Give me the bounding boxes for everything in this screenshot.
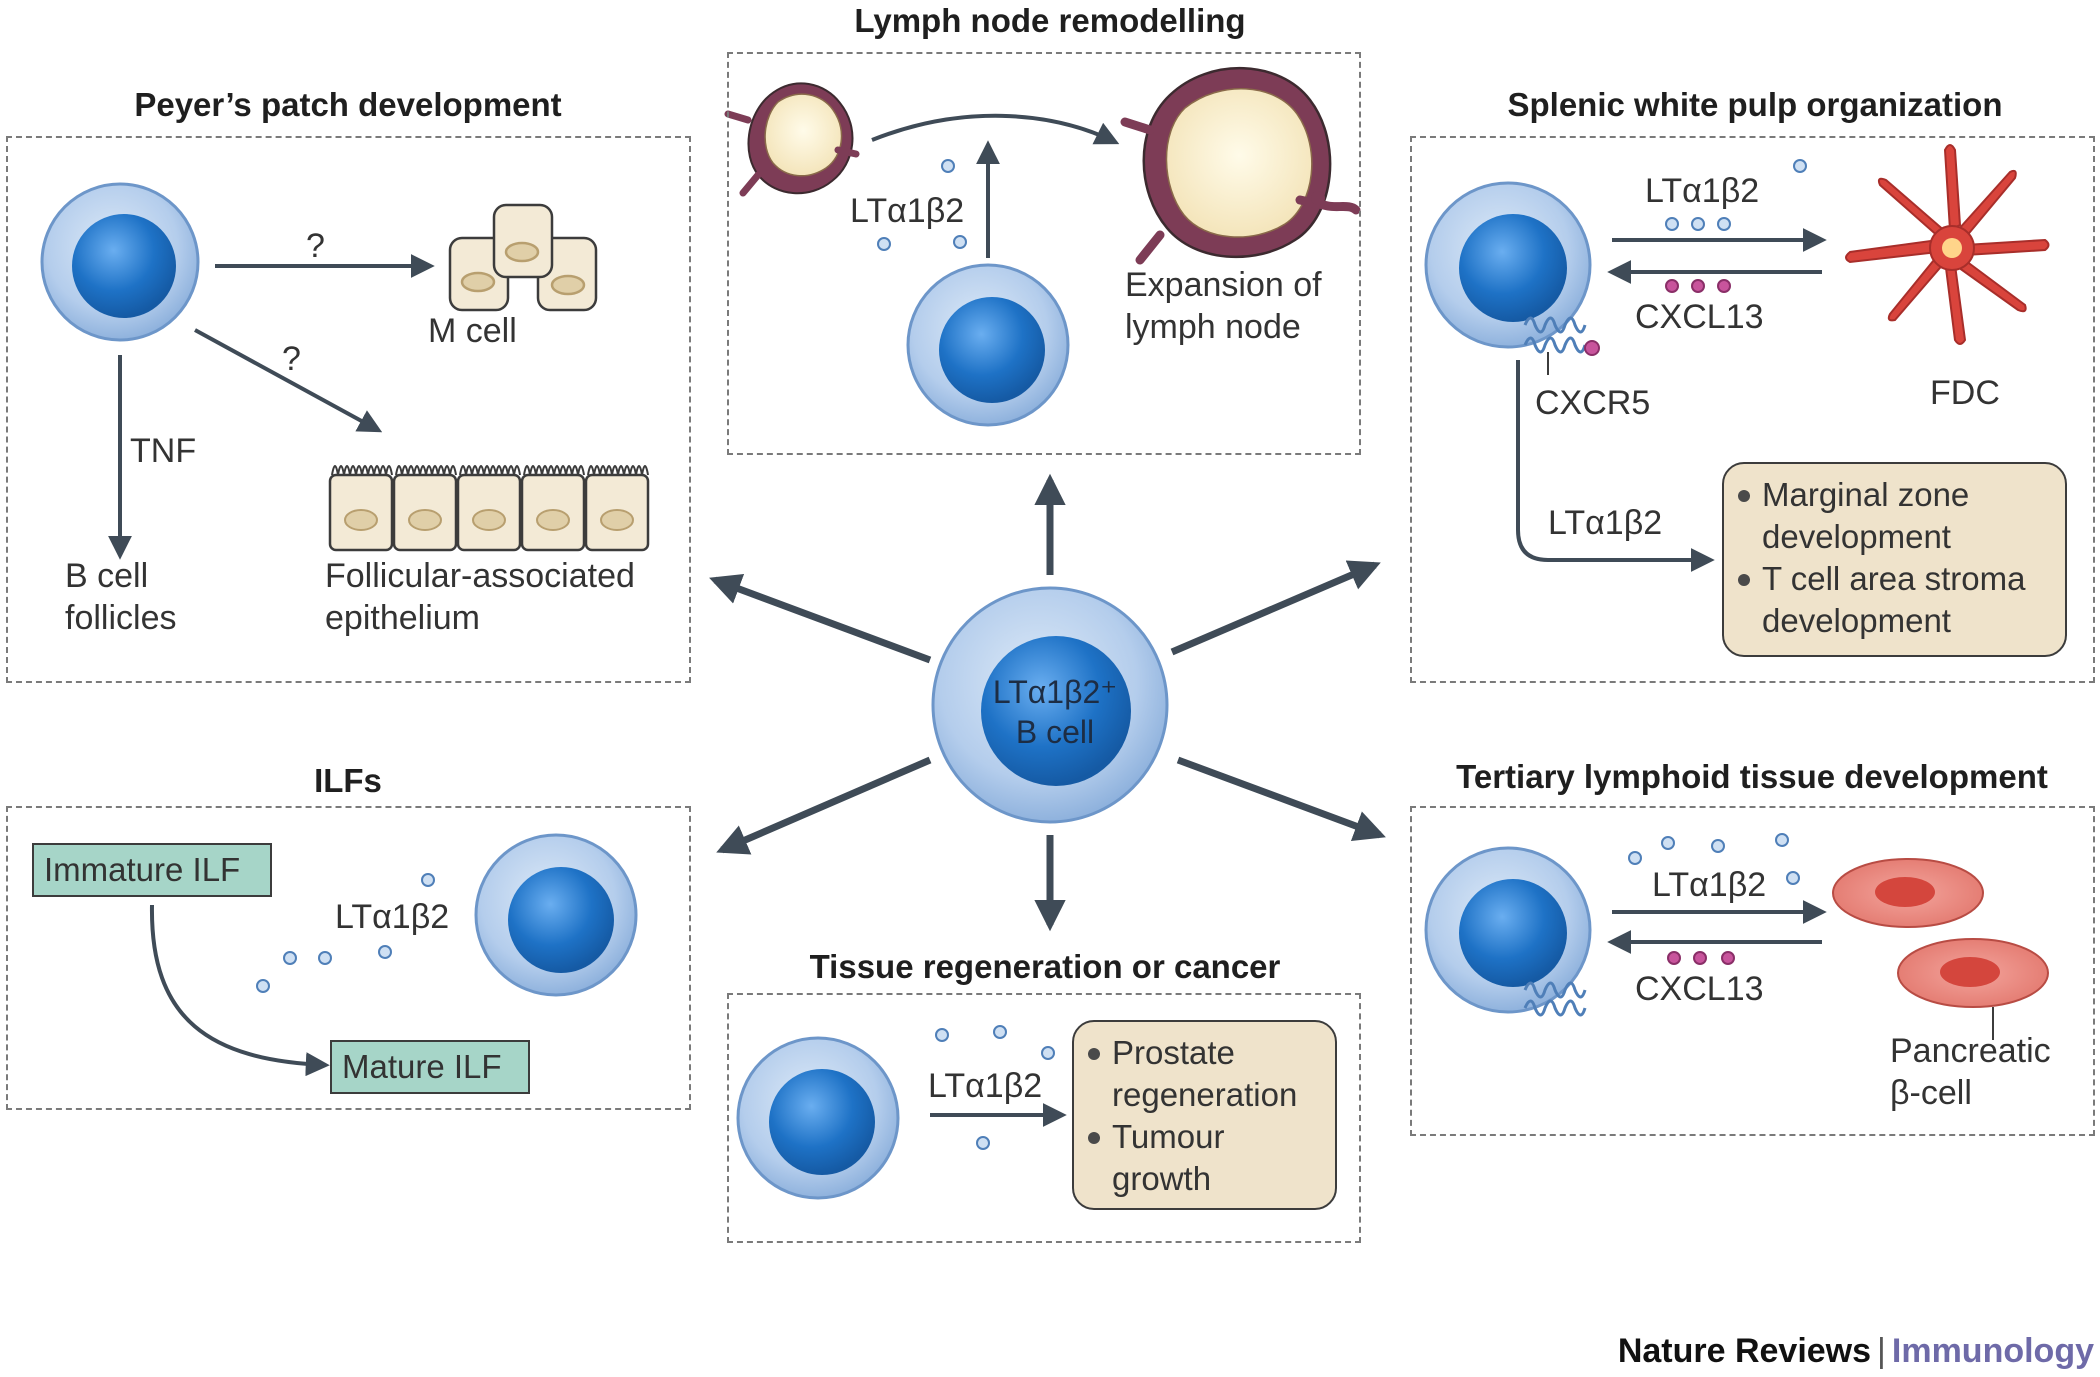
ligand-dots bbox=[256, 873, 435, 993]
journal-name: Nature Reviews bbox=[1617, 1332, 1872, 1370]
b-cell bbox=[736, 1036, 900, 1200]
receptor-icon bbox=[1523, 981, 1587, 1017]
b-cell bbox=[1424, 181, 1592, 349]
fae-icon bbox=[328, 465, 650, 552]
cxcl13-dots bbox=[1665, 279, 1731, 293]
lymph-lt-label: LTα1β2 bbox=[850, 192, 965, 230]
small-lymph-node-icon bbox=[724, 82, 860, 197]
regeneration-panel bbox=[727, 993, 1361, 1243]
b-cell-follicles-label: B cell follicles bbox=[65, 555, 176, 639]
b-cell bbox=[906, 263, 1070, 427]
lymph-node-panel bbox=[727, 52, 1361, 455]
pancreatic-beta-cell-label: Pancreatic β-cell bbox=[1890, 1030, 2051, 1114]
fdc-icon bbox=[1845, 144, 2050, 345]
regeneration-bullet-1: Prostate regeneration bbox=[1088, 1032, 1321, 1116]
ligand-dots bbox=[1628, 833, 1800, 885]
cxcl13-dots bbox=[1667, 951, 1735, 965]
lymph-node-graphics bbox=[724, 67, 1361, 427]
regeneration-graphics bbox=[736, 1025, 1067, 1200]
spleen-bullet-2: T cell area stroma development bbox=[1738, 558, 2051, 642]
fae-label: Follicular-associated epithelium bbox=[325, 555, 635, 639]
spleen-lt-top-label: LTα1β2 bbox=[1645, 172, 1760, 210]
arrow-to-marginal-zone bbox=[1516, 360, 1715, 572]
expansion-line1: Expansion of bbox=[1125, 266, 1322, 304]
fae-line2: epithelium bbox=[325, 599, 480, 637]
arrow-to-fae bbox=[194, 328, 383, 433]
b-cell bbox=[40, 182, 200, 342]
tertiary-lt-label: LTα1β2 bbox=[1652, 866, 1767, 904]
follicles-line1: B cell bbox=[65, 557, 149, 595]
lymph-node-title: Lymph node remodelling bbox=[854, 2, 1246, 39]
large-lymph-node-icon bbox=[1120, 67, 1361, 265]
fae-line1: Follicular-associated bbox=[325, 557, 635, 595]
b-cell bbox=[1424, 846, 1592, 1014]
expansion-line2: lymph node bbox=[1125, 308, 1301, 346]
follicles-line2: follicles bbox=[65, 599, 177, 637]
ilfs-lt-label: LTα1β2 bbox=[335, 898, 450, 936]
pancreatic-line1: Pancreatic bbox=[1890, 1032, 2051, 1070]
regeneration-title: Tissue regeneration or cancer bbox=[809, 948, 1281, 985]
regeneration-outcomes-box: Prostate regeneration Tumour growth bbox=[1072, 1020, 1337, 1210]
arrow-to-ilfs bbox=[716, 756, 932, 855]
arrow-expansion bbox=[871, 113, 1120, 145]
tertiary-graphics bbox=[1424, 833, 2049, 1040]
question-mark-1: ? bbox=[306, 227, 325, 265]
ilfs-title: ILFs bbox=[314, 762, 382, 799]
spleen-cxcl13-label: CXCL13 bbox=[1635, 298, 1764, 336]
spleen-panel bbox=[1410, 136, 2095, 683]
m-cell-label: M cell bbox=[428, 312, 517, 350]
arrow-to-spleen bbox=[1170, 560, 1381, 656]
spleen-graphics bbox=[1424, 144, 2050, 572]
spleen-lt-bottom-label: LTα1β2 bbox=[1548, 504, 1663, 542]
center-b-cell bbox=[931, 586, 1169, 824]
center-label-line1: LTα1β2⁺ bbox=[992, 674, 1118, 710]
pancreatic-line2: β-cell bbox=[1890, 1074, 1972, 1112]
arrow-to-tertiary bbox=[1176, 756, 1386, 841]
tertiary-cxcl13-label: CXCL13 bbox=[1635, 970, 1764, 1008]
fdc-label: FDC bbox=[1930, 374, 2000, 412]
regeneration-lt-label: LTα1β2 bbox=[928, 1067, 1043, 1105]
journal-section: Immunology bbox=[1891, 1332, 2094, 1370]
peyers-graphics bbox=[40, 182, 650, 560]
credit-separator: | bbox=[1877, 1332, 1886, 1370]
arrow-to-peyers bbox=[709, 574, 932, 664]
expansion-label: Expansion of lymph node bbox=[1125, 264, 1322, 348]
center-label-line2: B cell bbox=[1015, 714, 1095, 750]
ligand-dots bbox=[935, 1025, 1055, 1150]
immature-ilf-box: Immature ILF bbox=[32, 843, 272, 897]
tertiary-panel bbox=[1410, 806, 2095, 1136]
m-cell-icon bbox=[448, 203, 598, 312]
pancreatic-beta-cell-icon bbox=[1832, 858, 2049, 1008]
b-cell bbox=[474, 833, 638, 997]
ligand-dots bbox=[1665, 159, 1807, 231]
center-cell-label: LTα1β2⁺ B cell bbox=[990, 672, 1120, 752]
spleen-bullet-1: Marginal zone development bbox=[1738, 474, 2051, 558]
mature-ilf-box: Mature ILF bbox=[330, 1040, 530, 1094]
regeneration-bullet-2: Tumour growth bbox=[1088, 1116, 1321, 1200]
spleen-title: Splenic white pulp organization bbox=[1507, 86, 2003, 123]
ilfs-panel bbox=[6, 806, 691, 1110]
arrow-immature-to-mature bbox=[149, 904, 330, 1077]
peyers-title: Peyer’s patch development bbox=[134, 86, 562, 123]
journal-credit: Nature Reviews|Immunology bbox=[1618, 1332, 2094, 1371]
tertiary-title: Tertiary lymphoid tissue development bbox=[1456, 758, 2048, 795]
cxcr5-receptor-icon bbox=[1523, 316, 1600, 356]
cxcr5-label: CXCR5 bbox=[1535, 384, 1651, 422]
radiating-arrows bbox=[709, 473, 1386, 932]
ilfs-graphics bbox=[149, 833, 638, 1077]
spleen-outcomes-box: Marginal zone development T cell area st… bbox=[1722, 462, 2067, 657]
peyers-patch-panel bbox=[6, 136, 691, 683]
question-mark-2: ? bbox=[282, 340, 301, 378]
tnf-label: TNF bbox=[130, 432, 197, 470]
